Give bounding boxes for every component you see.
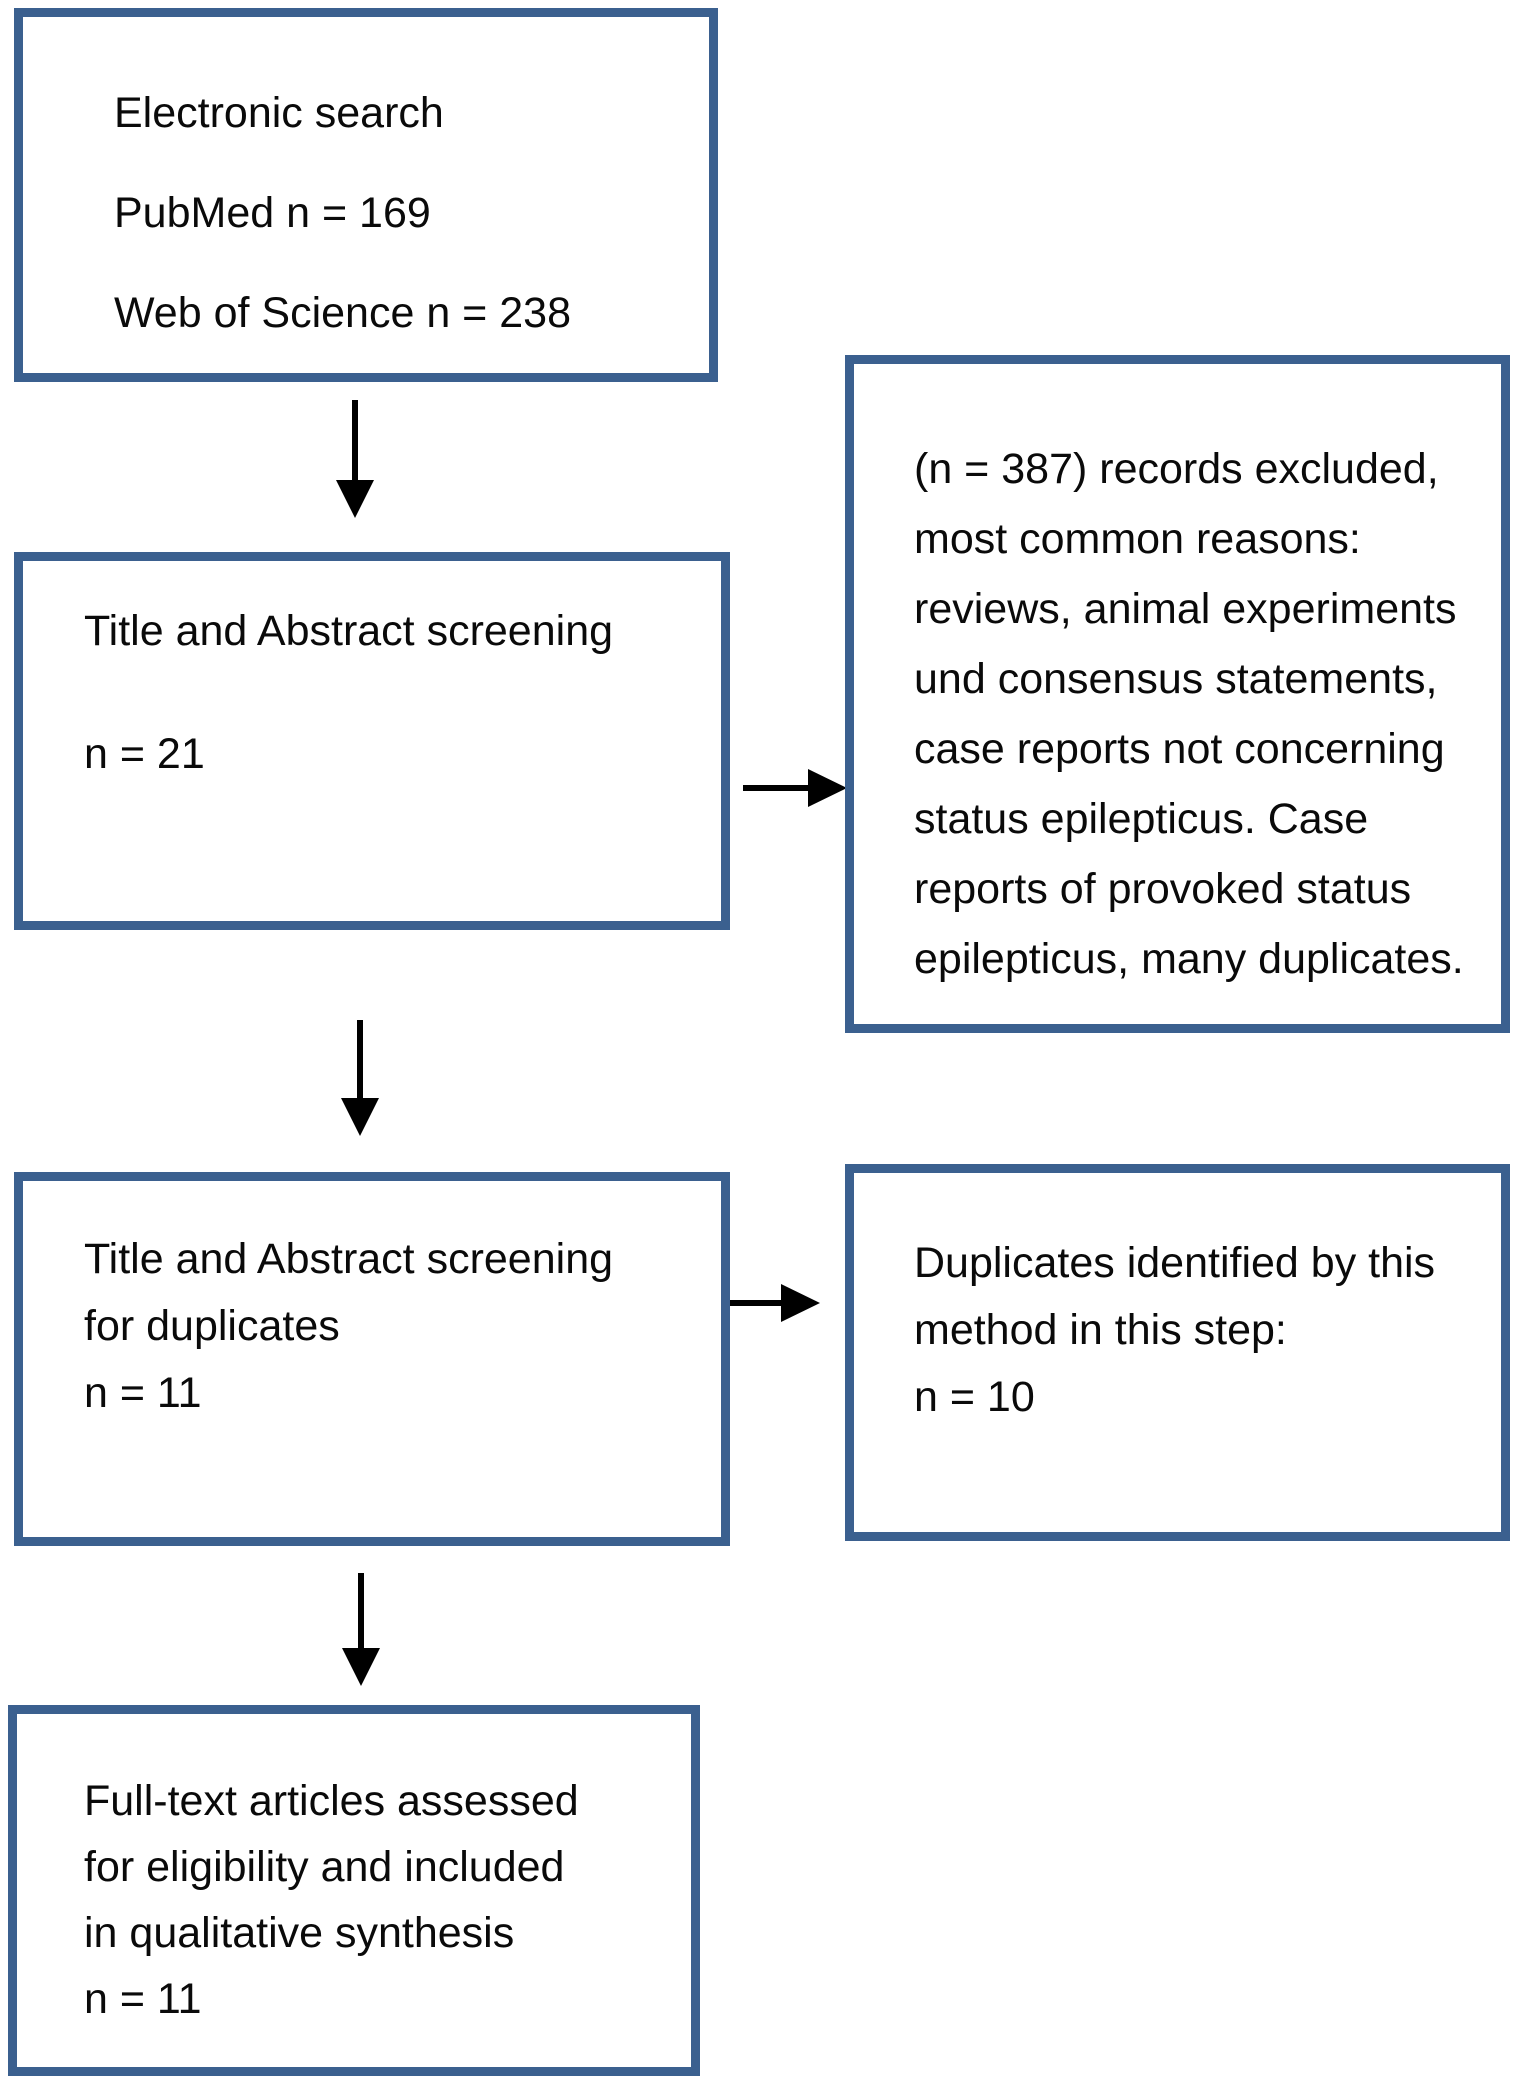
box-text-line: und consensus statements,: [914, 655, 1438, 703]
box-electronic-search: Electronic search PubMed n = 169 Web of …: [14, 8, 718, 382]
box-text-line: n = 11: [84, 1369, 202, 1417]
box-text-line: in qualitative synthesis: [84, 1909, 515, 1957]
arrow-right-screening-to-excluded-icon: [743, 769, 847, 807]
box-text-line: method in this step:: [914, 1306, 1287, 1354]
box-text-line: Title and Abstract screening: [84, 1235, 614, 1283]
box-text-line: Web of Science n = 238: [114, 289, 571, 337]
box-text-line: (n = 387) records excluded,: [914, 445, 1439, 493]
box-text-line: reviews, animal experiments: [914, 585, 1457, 633]
box-text-line: n = 21: [84, 730, 205, 778]
box-title-abstract-screening-for-duplicates: Title and Abstract screening for duplica…: [14, 1172, 730, 1546]
box-text-line: status epilepticus. Case: [914, 795, 1369, 843]
box-text-line: case reports not concerning: [914, 725, 1445, 773]
box-text-line: most common reasons:: [914, 515, 1361, 563]
arrow-down-screening-to-duplicate-screening-icon: [341, 1020, 379, 1136]
arrow-down-search-to-screening-icon: [336, 400, 374, 518]
box-text-line: Electronic search: [114, 89, 444, 137]
box-text-line: Duplicates identified by this: [914, 1239, 1436, 1287]
box-records-excluded: (n = 387) records excluded, most common …: [845, 355, 1510, 1033]
arrow-down-duplicate-screening-to-fulltext-icon: [342, 1573, 380, 1686]
box-full-text-assessed: Full-text articles assessed for eligibil…: [8, 1705, 700, 2076]
box-text-line: Title and Abstract screening: [84, 607, 614, 655]
box-title-abstract-screening: Title and Abstract screening n = 21: [14, 552, 730, 930]
box-text-line: reports of provoked status: [914, 865, 1412, 913]
box-text-line: epilepticus, many duplicates.: [914, 935, 1464, 983]
box-duplicates-identified: Duplicates identified by this method in …: [845, 1164, 1510, 1541]
box-text-line: n = 10: [914, 1373, 1035, 1421]
box-text-line: n = 11: [84, 1975, 202, 2023]
box-text-line: for eligibility and included: [84, 1843, 565, 1891]
box-text-line: for duplicates: [84, 1302, 340, 1350]
box-text-line: Full-text articles assessed: [84, 1777, 579, 1825]
box-text-line: PubMed n = 169: [114, 189, 431, 237]
